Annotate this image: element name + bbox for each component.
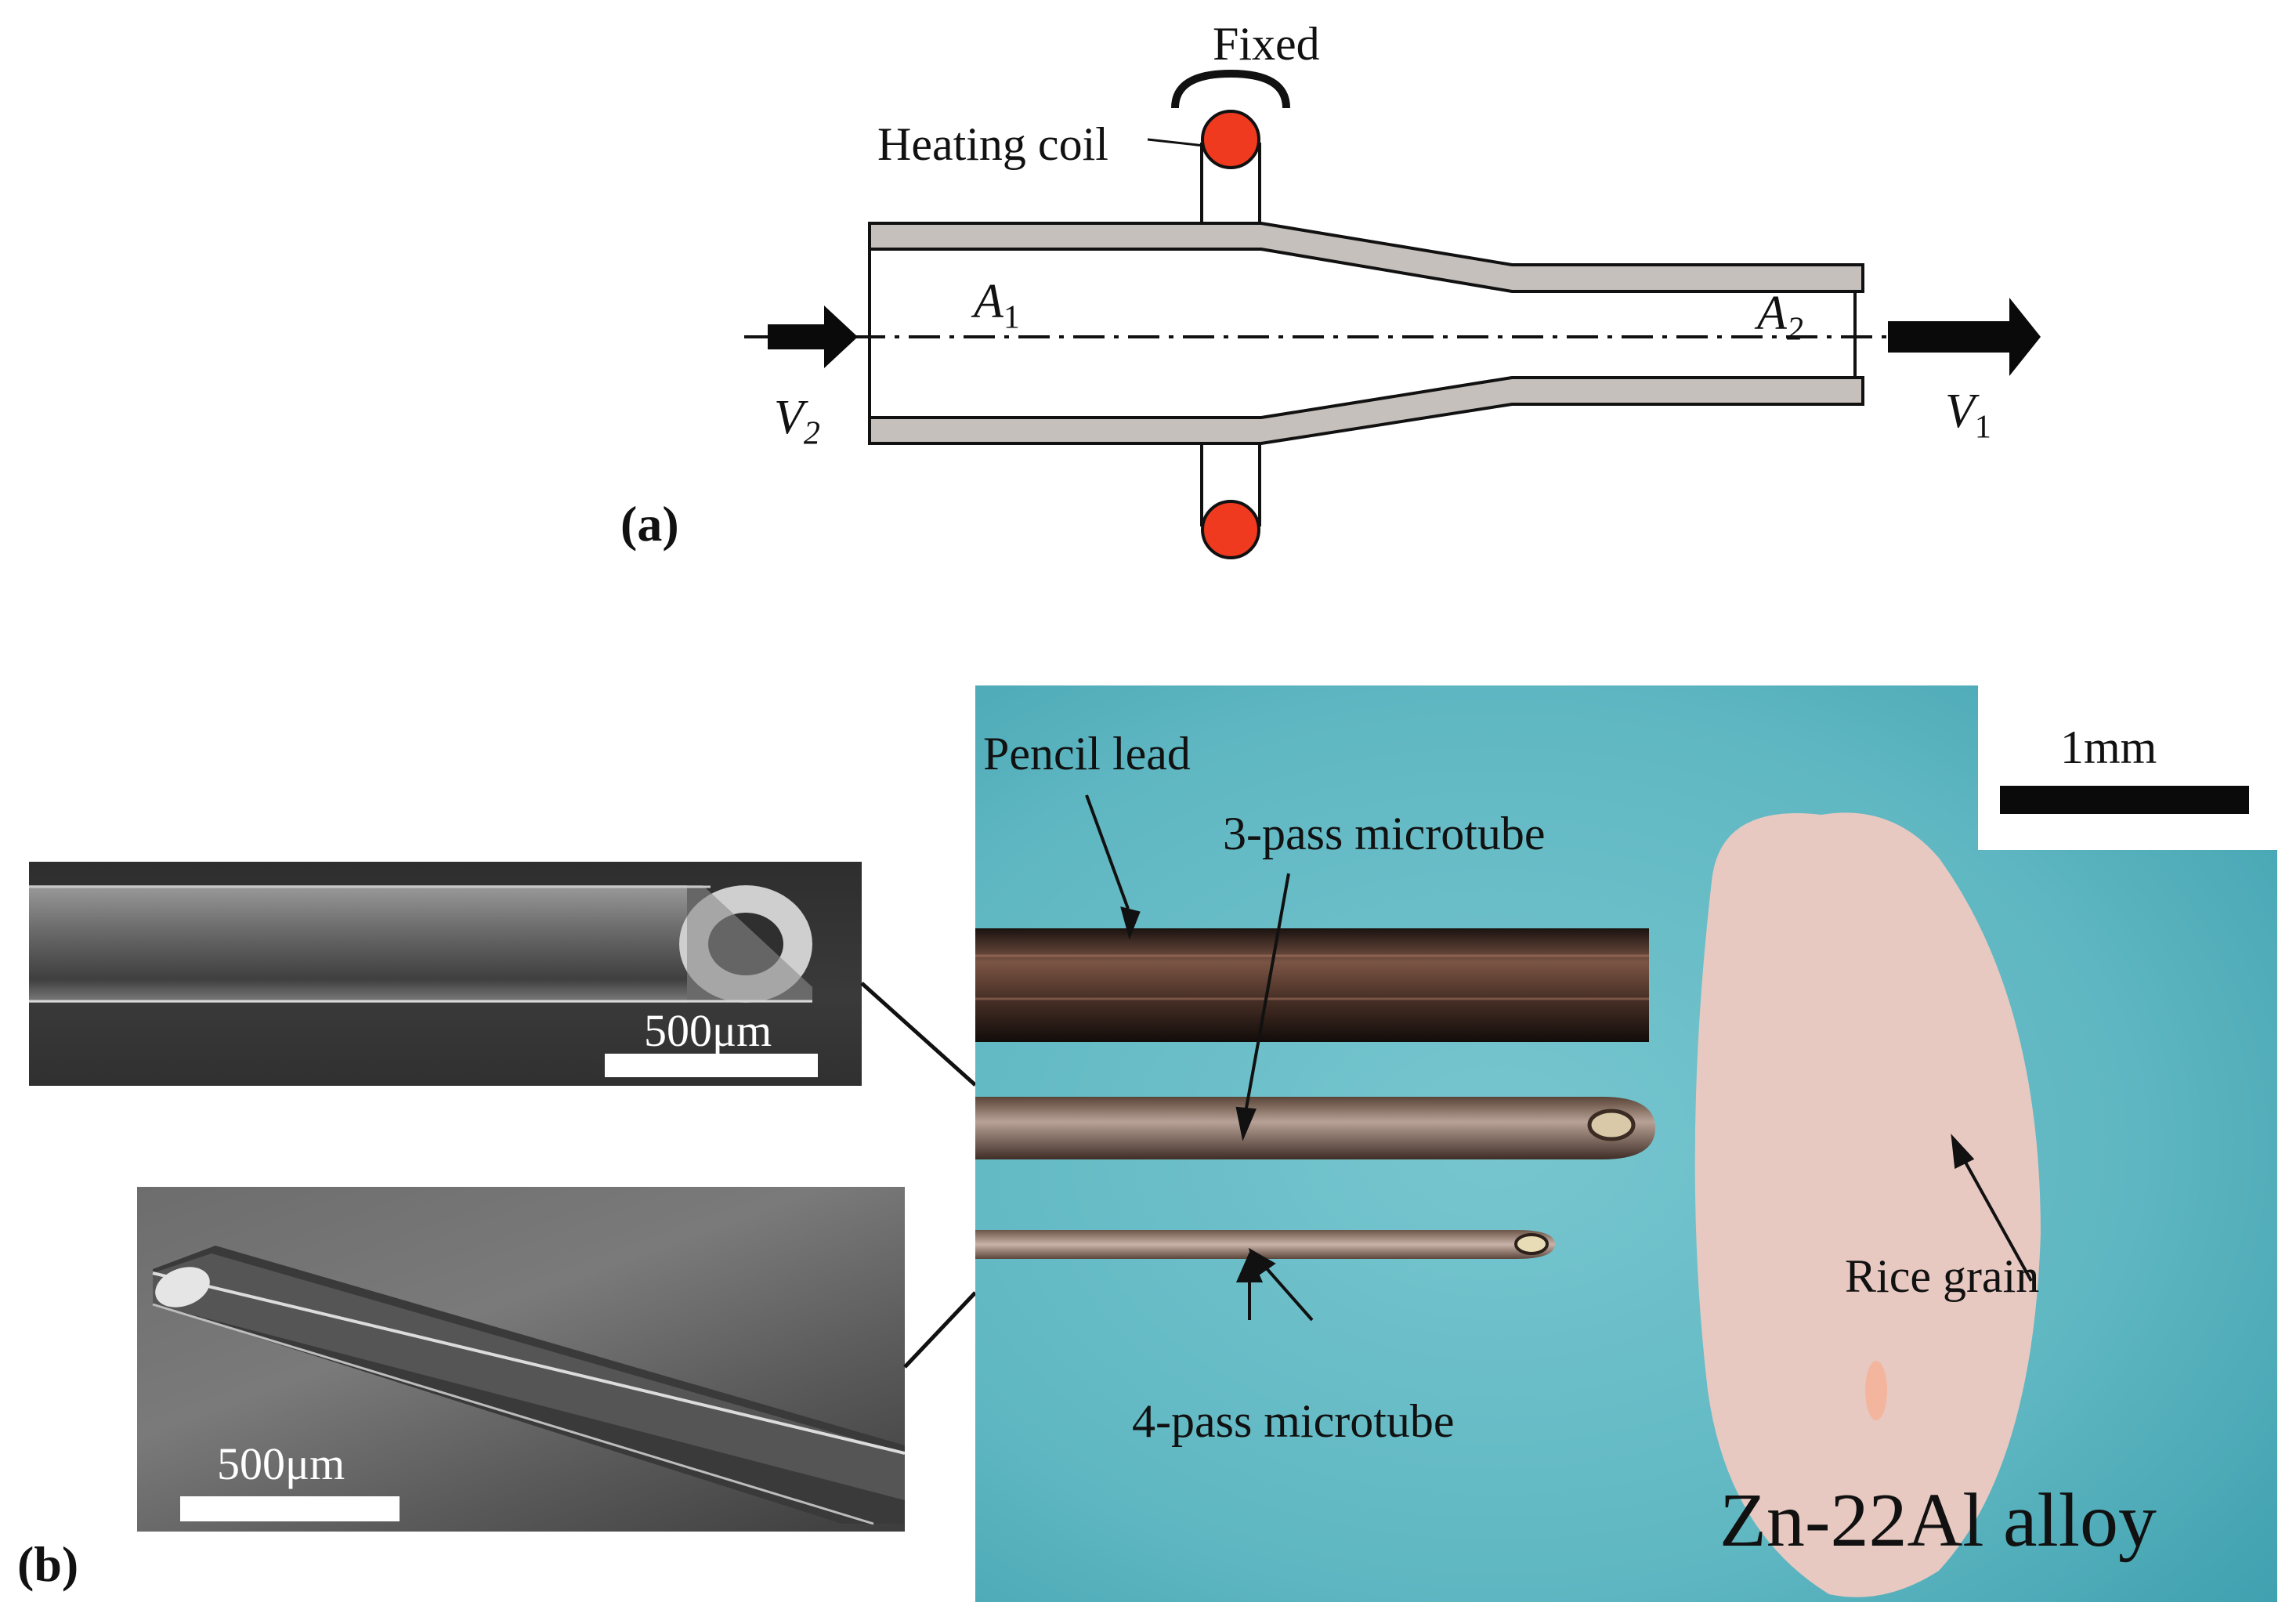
heating-coil-leader bbox=[1147, 138, 1205, 147]
tube-wall-upper bbox=[868, 222, 1864, 293]
scale-bar-box bbox=[1978, 685, 2277, 850]
area-in-label: A1 bbox=[974, 275, 1020, 336]
outlet-arrow bbox=[1888, 298, 2041, 376]
sem-top-scale-label: 500μm bbox=[644, 1005, 772, 1056]
velocity-in-label: V2 bbox=[774, 391, 820, 452]
coil-stem-upper bbox=[1200, 143, 1261, 223]
sem-image-bottom: 500μm bbox=[137, 1187, 905, 1532]
pencil-lead bbox=[975, 928, 1649, 1042]
sem-bottom-tube bbox=[152, 1246, 905, 1525]
pencil-lead-label: Pencil lead bbox=[983, 728, 1191, 779]
panel-b-label: (b) bbox=[17, 1536, 79, 1592]
microtube-photo: Pencil lead 3-pass microtube 4-pass micr… bbox=[975, 685, 2277, 1602]
microtube-4pass bbox=[975, 1230, 1555, 1259]
alloy-label: Zn-22Al alloy bbox=[1719, 1478, 2157, 1563]
fixed-bracket bbox=[1171, 69, 1290, 109]
rice-grain bbox=[1694, 812, 2041, 1597]
sem-top-tube bbox=[29, 885, 818, 1077]
sem-image-top: 500μm bbox=[29, 862, 862, 1086]
heating-coil-upper bbox=[1201, 110, 1260, 169]
fixed-label: Fixed bbox=[1213, 18, 1320, 70]
scale-bar bbox=[2000, 786, 2249, 814]
velocity-out-label: V1 bbox=[1945, 385, 1991, 446]
microtube-3pass-label: 3-pass microtube bbox=[1223, 808, 1546, 859]
area-out-label: A2 bbox=[1757, 287, 1803, 348]
tube-wall-lower bbox=[868, 376, 1864, 445]
panel-a-label: (a) bbox=[620, 496, 679, 552]
photo-scene bbox=[975, 685, 2277, 1602]
heating-coil-lower bbox=[1201, 500, 1260, 559]
panel-a-diagram bbox=[744, 69, 2041, 559]
photo-scale-label: 1mm bbox=[2060, 722, 2157, 773]
coil-stem-lower bbox=[1200, 443, 1261, 526]
microtube-4pass-label: 4-pass microtube bbox=[1132, 1395, 1455, 1447]
inlet-arrow bbox=[768, 306, 858, 368]
sem-bottom-scale-label: 500μm bbox=[217, 1438, 345, 1489]
rice-grain-label: Rice grain bbox=[1845, 1250, 2040, 1302]
heating-coil-label: Heating coil bbox=[877, 118, 1108, 170]
microtube-3pass bbox=[975, 1097, 1655, 1159]
